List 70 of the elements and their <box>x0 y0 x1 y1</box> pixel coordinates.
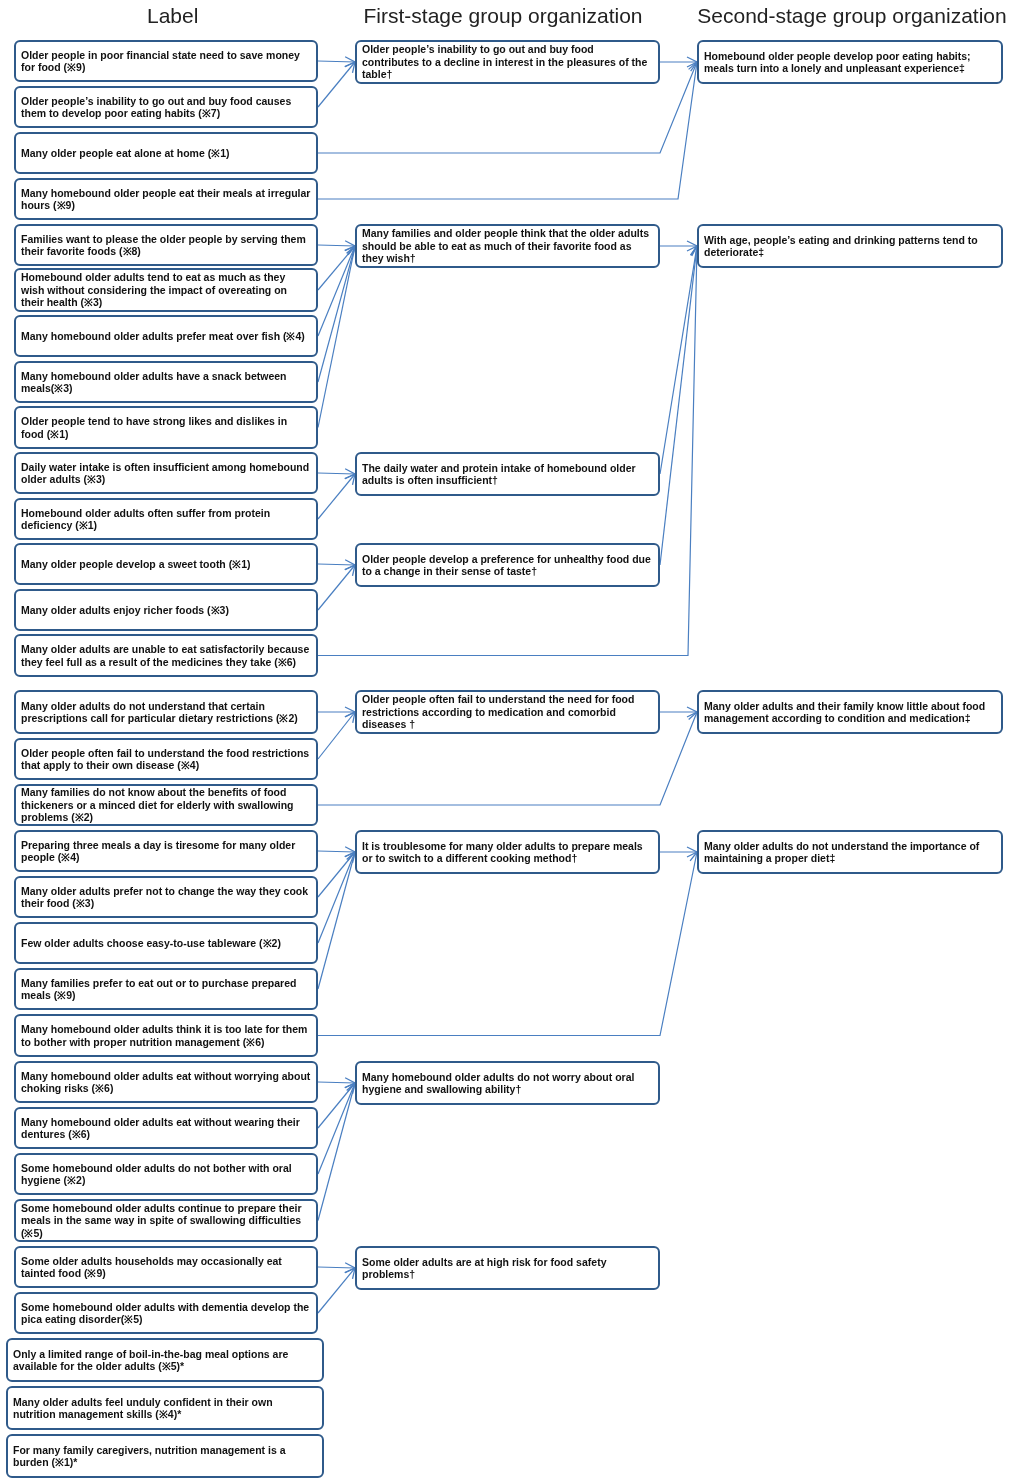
text-box: Homebound older adults often suffer from protein deficiency (※1) <box>14 498 318 540</box>
arrow <box>317 559 356 571</box>
text-box: Many homebound older adults prefer meat over fish (※4) <box>14 315 318 357</box>
text-box: Many families prefer to eat out or to purchase prepared meals (※9) <box>14 968 318 1010</box>
column-heading: Second-stage group organization <box>697 3 1007 29</box>
text-box: The daily water and protein intake of homebound older adults is often insufficient† <box>355 452 660 496</box>
text-box: Older people develop a preference for unhealthy food due to a change in their sense of taste† <box>355 543 660 587</box>
arrow <box>317 711 356 760</box>
text-box: Homebound older adults tend to eat as much as they wish without considering the impact of overeating on their health (※3) <box>14 268 318 312</box>
text-box: Families want to please the older people by serving them their favorite foods (※8) <box>14 224 318 266</box>
arrow <box>659 56 698 68</box>
text-box: It is troublesome for many older adults to prepare meals or to switch to a different cooking method† <box>355 830 660 874</box>
text-box: Many older adults enjoy richer foods (※3) <box>14 589 318 631</box>
arrow <box>317 468 356 480</box>
text-box: Many homebound older adults eat without worrying about choking risks (※6) <box>14 1061 318 1103</box>
text-box: Few older adults choose easy-to-use tableware (※2) <box>14 922 318 964</box>
text-box: Many homebound older people eat their meals at irregular hours (※9) <box>14 178 318 220</box>
text-box: Older people often fail to understand the need for food restrictions according to medication and comorbid diseases † <box>355 690 660 734</box>
arrow <box>659 706 698 718</box>
text-box: Preparing three meals a day is tiresome for many older people (※4) <box>14 830 318 872</box>
arrow <box>317 61 356 108</box>
text-box: Some homebound older adults continue to prepare their meals in the same way in spite of swallowing difficulties (※5) <box>14 1199 318 1242</box>
text-box: Some older adults are at high risk for food safety problems† <box>355 1246 660 1290</box>
arrow <box>317 1262 356 1274</box>
arrow <box>317 473 356 520</box>
arrow <box>317 245 357 337</box>
arrow <box>317 564 356 611</box>
text-box: Many homebound older adults eat without wearing their dentures (※6) <box>14 1107 318 1149</box>
arrow <box>317 851 357 944</box>
text-box: Only a limited range of boil-in-the-bag meal options are available for the older adults (※5)* <box>6 1338 324 1382</box>
text-box: Many older people develop a sweet tooth (※1) <box>14 543 318 585</box>
arrow <box>659 846 698 858</box>
text-box: Many older adults do not understand that certain prescriptions call for particular dietary restrictions (※2) <box>14 690 318 734</box>
arrow <box>659 240 698 252</box>
text-box: Older people in poor financial state need to save money for food (※9) <box>14 40 318 82</box>
text-box: Older people’s inability to go out and buy food causes them to develop poor eating habits (※7) <box>14 86 318 128</box>
text-box: Many families do not know about the benefits of food thickeners or a minced diet for elderly with swallowing problems (※2) <box>14 784 318 826</box>
text-box: Many older adults are unable to eat satisfactorily because they feel full as a result of the medicines they take (※6) <box>14 634 318 677</box>
column-heading: First-stage group organization <box>363 3 643 29</box>
text-box: Many older people eat alone at home (※1) <box>14 132 318 174</box>
text-box: Many homebound older adults have a snack between meals(※3) <box>14 361 318 403</box>
text-box: Many homebound older adults do not worry about oral hygiene and swallowing ability† <box>355 1061 660 1105</box>
text-box: With age, people’s eating and drinking patterns tend to deteriorate‡ <box>697 224 1003 268</box>
arrow <box>317 846 356 858</box>
arrow <box>317 851 356 898</box>
arrow <box>317 711 699 806</box>
text-box: Homebound older people develop poor eating habits; meals turn into a lonely and unpleasant experience‡ <box>697 40 1003 84</box>
arrow <box>317 1082 357 1175</box>
text-box: Many older adults prefer not to change the way they cook their food (※3) <box>14 876 318 918</box>
text-box: Daily water intake is often insufficient among homebound older adults (※3) <box>14 452 318 494</box>
text-box: Older people’s inability to go out and buy food contributes to a decline in interest in the pleasures of the table† <box>355 40 660 84</box>
arrow <box>317 61 699 154</box>
arrow <box>317 1267 356 1314</box>
text-box: Many homebound older adults think it is too late for them to bother with proper nutrition management (※6) <box>14 1014 318 1057</box>
text-box: For many family caregivers, nutrition management is a burden (※1)* <box>6 1434 324 1478</box>
arrow <box>317 245 356 291</box>
text-box: Many older adults feel unduly confident in their own nutrition management skills (※4)* <box>6 1386 324 1430</box>
text-box: Some homebound older adults with dementia develop the pica eating disorder(※5) <box>14 1292 318 1334</box>
text-box: Some homebound older adults do not bother with oral hygiene (※2) <box>14 1153 318 1195</box>
arrow <box>317 56 356 68</box>
text-box: Many families and older people think that the older adults should be able to eat as much of their favorite food as they wish† <box>355 224 660 268</box>
arrow <box>317 1082 356 1129</box>
text-box: Many older adults and their family know little about food management according to condition and medication‡ <box>697 690 1003 734</box>
text-box: Older people often fail to understand the food restrictions that apply to their own disease (※4) <box>14 738 318 780</box>
text-box: Many older adults do not understand the importance of maintaining a proper diet‡ <box>697 830 1003 874</box>
arrow <box>317 1077 356 1089</box>
column-heading: Label <box>147 3 199 29</box>
text-box: Some older adults households may occasionally eat tainted food (※9) <box>14 1246 318 1288</box>
text-box: Older people tend to have strong likes and dislikes in food (※1) <box>14 406 318 449</box>
arrow <box>317 240 356 252</box>
